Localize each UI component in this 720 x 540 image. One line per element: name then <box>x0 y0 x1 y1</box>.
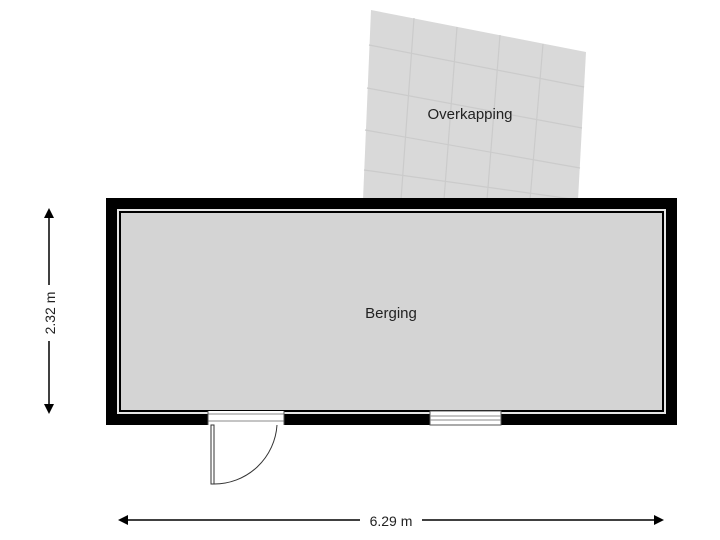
width-arrow-right <box>654 515 664 525</box>
width-arrow-left <box>118 515 128 525</box>
berging-inner-edge <box>117 209 666 414</box>
overkapping-floor <box>363 10 586 200</box>
height-label-bg <box>40 285 58 341</box>
overkapping-label: Overkapping <box>427 106 512 123</box>
berging-room: Berging <box>106 198 677 425</box>
window-frame <box>429 410 502 426</box>
door <box>207 411 285 485</box>
width-label-bg <box>360 510 422 530</box>
height-arrow-top <box>44 208 54 218</box>
height-arrow-bottom <box>44 404 54 414</box>
overkapping-area: Overkapping <box>363 10 586 201</box>
door-swing-arc <box>213 424 278 485</box>
width-label: 6.29 m <box>370 513 413 529</box>
door-opening <box>208 411 284 425</box>
door-leaf <box>210 424 215 485</box>
height-label: 2.32 m <box>42 292 58 335</box>
window <box>429 410 502 426</box>
overkapping-tiles <box>363 17 585 201</box>
berging-label: Berging <box>365 305 417 322</box>
berging-floor <box>121 213 662 410</box>
